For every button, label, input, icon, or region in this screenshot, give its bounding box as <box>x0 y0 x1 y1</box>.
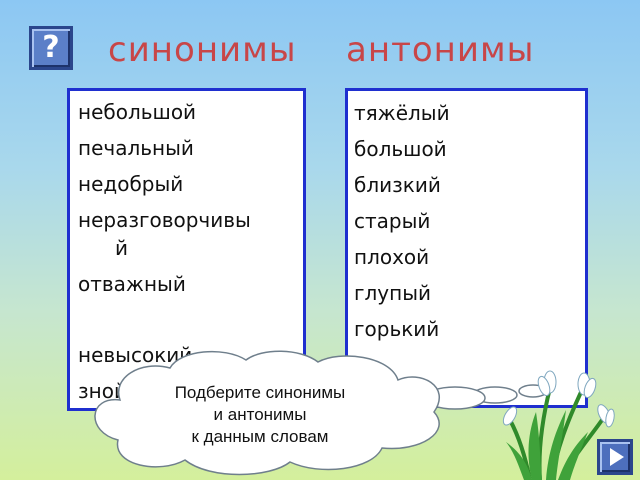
snowdrop-flower-image <box>502 370 615 480</box>
synonym-word: й <box>115 236 128 260</box>
help-button[interactable]: ? <box>29 26 73 70</box>
next-slide-button[interactable] <box>597 439 633 475</box>
cloud-line: Подберите синонимы <box>174 383 346 402</box>
antonym-word: плохой <box>354 245 430 269</box>
synonym-word: невысокий <box>78 343 193 367</box>
antonym-word: большой <box>354 137 447 161</box>
antonyms-heading: антонимы <box>346 30 535 70</box>
antonym-word: старый <box>354 209 431 233</box>
synonyms-heading: синонимы <box>108 30 297 70</box>
cloud-line: к данным словам <box>191 427 329 446</box>
antonym-word: горький <box>354 317 440 341</box>
synonym-word: недобрый <box>78 172 184 196</box>
cloud-line: и антонимы <box>213 405 307 424</box>
synonyms-box: небольшой печальный недобрый неразговорч… <box>67 88 306 411</box>
antonym-word: тяжёлый <box>354 101 450 125</box>
synonym-word: отважный <box>78 272 186 296</box>
antonym-word: глупый <box>354 281 431 305</box>
synonym-word: небольшой <box>78 100 197 124</box>
cloud-text: Подберите синонимы и антонимы к данным с… <box>140 382 380 448</box>
question-icon: ? <box>42 30 60 65</box>
synonym-word: неразговорчивы <box>78 208 251 232</box>
antonym-word: близкий <box>354 173 441 197</box>
synonym-word: печальный <box>78 136 194 160</box>
play-arrow-icon <box>610 448 624 466</box>
synonym-word: зной <box>78 379 127 403</box>
